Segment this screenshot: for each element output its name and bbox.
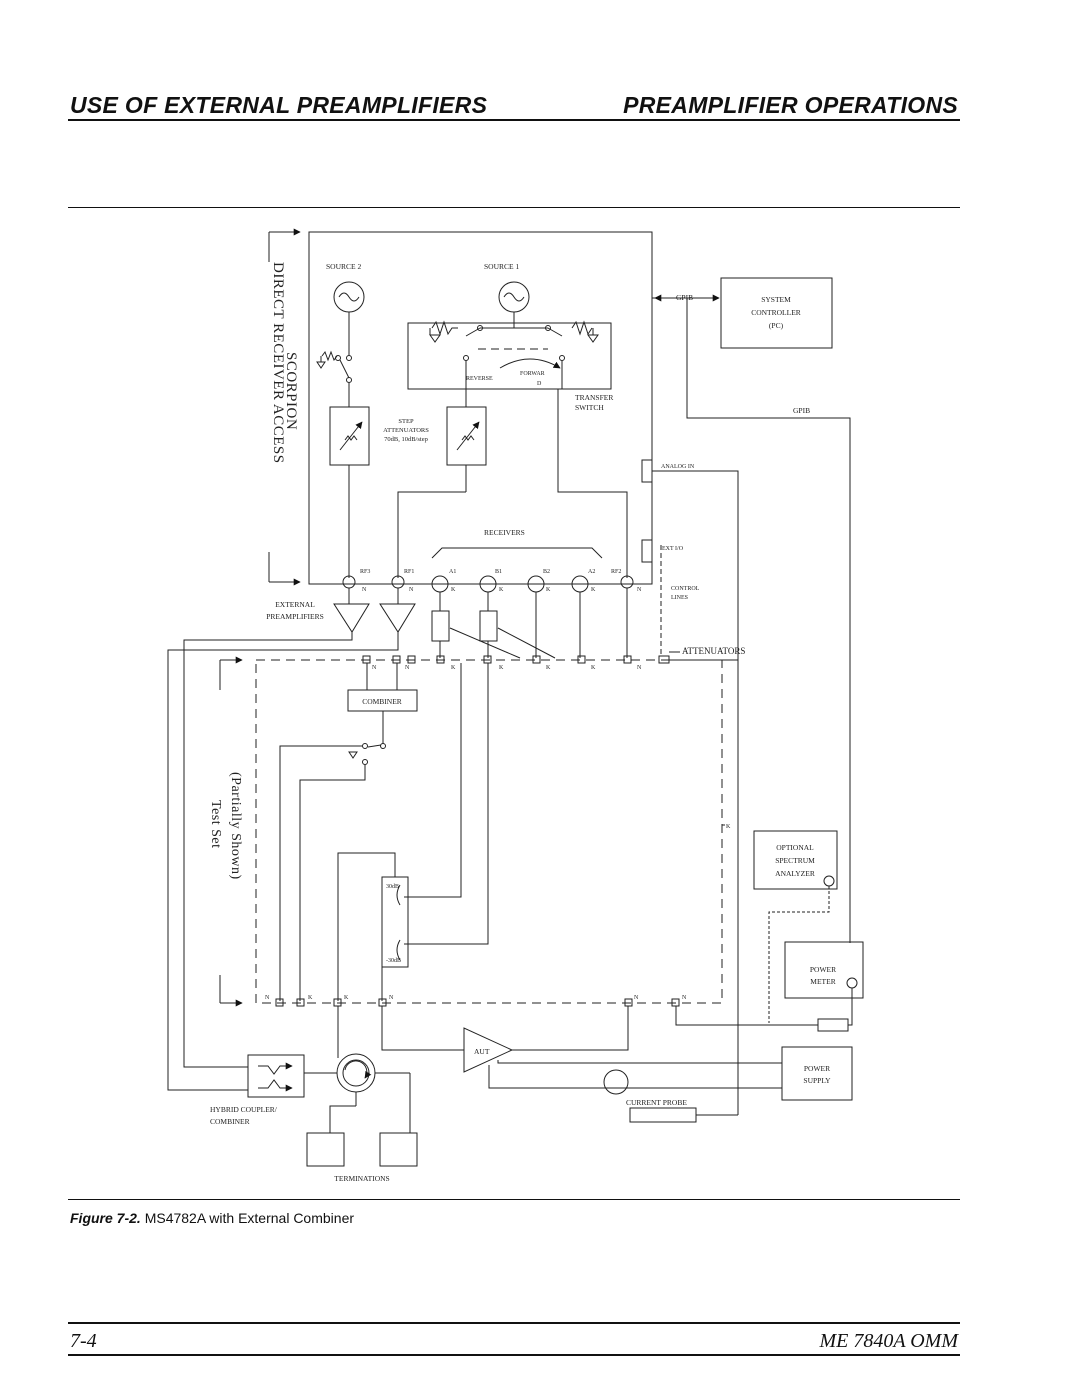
step-attenuators-line3: 70dB, 10dB/step (384, 436, 428, 443)
k-right-label: K (726, 824, 731, 830)
coupler-m30db: -30dB (386, 958, 401, 964)
bottom-type-4: N (389, 995, 394, 1001)
port-rf1: RF1 (404, 569, 414, 575)
port-type-2: N (409, 587, 414, 593)
bottom-type-6: N (682, 995, 687, 1001)
control-lines-line2: LINES (671, 595, 688, 601)
system-controller-line1: SYSTEM (761, 295, 791, 304)
external-preamplifiers-line2: PREAMPLIFIERS (266, 612, 324, 621)
port-type-1: N (362, 587, 367, 593)
spectrum-analyzer-line3: ANALYZER (775, 869, 815, 878)
terminations-label: TERMINATIONS (334, 1174, 389, 1183)
step-attenuators-line2: ATTENUATORS (383, 427, 429, 434)
scorpion-label: SCORPION (283, 352, 299, 430)
attenuators-label: ATTENUATORS (682, 646, 745, 656)
bottom-type-1: N (265, 995, 270, 1001)
control-lines-line1: CONTROL (671, 586, 700, 592)
transfer-switch-line2: SWITCH (575, 403, 604, 412)
transfer-switch-line1: TRANSFER (575, 393, 613, 402)
step-attenuators-line1: STEP (398, 418, 414, 425)
bottom-type-2: K (308, 995, 313, 1001)
analog-in-label: ANALOG IN (661, 464, 695, 470)
external-preamplifiers-line1: EXTERNAL (275, 600, 315, 609)
atten-type-1: N (372, 665, 377, 671)
port-b2: B2 (543, 569, 550, 575)
direct-receiver-access-label: DIRECT RECEIVER ACCESS (270, 262, 286, 464)
chapter-title: PREAMPLIFIER OPERATIONS (623, 92, 958, 118)
atten-type-6: K (591, 665, 596, 671)
power-meter-line1: POWER (810, 965, 836, 974)
port-type-3: K (451, 587, 456, 593)
current-probe-label: CURRENT PROBE (626, 1098, 687, 1107)
test-set-label: Test Set (208, 800, 223, 849)
spectrum-analyzer-line2: SPECTRUM (775, 856, 815, 865)
section-title: USE OF EXTERNAL PREAMPLIFIERS (70, 92, 488, 118)
caption-rule (68, 1199, 960, 1200)
port-b1: B1 (495, 569, 502, 575)
section-divider (68, 207, 960, 208)
system-controller-line3: (PC) (769, 321, 784, 330)
reverse-label: REVERSE (466, 376, 493, 382)
footer-rule-top (68, 1322, 960, 1324)
system-controller-line2: CONTROLLER (751, 308, 801, 317)
source1-label: SOURCE 1 (484, 262, 519, 271)
port-type-4: K (499, 587, 504, 593)
figure-caption-text: MS4782A with External Combiner (144, 1210, 355, 1226)
aut-label: AUT (474, 1047, 490, 1056)
coupler-30db: 30dB (386, 884, 399, 890)
bottom-type-5: N (634, 995, 639, 1001)
figure-caption-label: Figure 7-2. (70, 1210, 141, 1226)
document-id: ME 7840A OMM (819, 1330, 959, 1352)
hybrid-coupler-line2: COMBINER (210, 1117, 250, 1126)
atten-type-5: K (546, 665, 551, 671)
atten-type-3: K (451, 665, 456, 671)
hybrid-coupler-line1: HYBRID COUPLER/ (210, 1105, 278, 1114)
gpib-right-label: GPIB (793, 406, 810, 415)
partially-shown-label: (Partially Shown) (228, 772, 243, 880)
gpib-top-label: GPIB (676, 293, 693, 302)
port-type-5: K (546, 587, 551, 593)
power-supply-line2: SUPPLY (803, 1076, 831, 1085)
port-rf3: RF3 (360, 569, 370, 575)
combiner-label: COMBINER (362, 697, 402, 706)
figure-caption: Figure 7-2. MS4782A with External Combin… (70, 1210, 354, 1226)
forward-label-a: FORWAR (520, 371, 545, 377)
port-a2: A2 (588, 569, 595, 575)
source2-label: SOURCE 2 (326, 262, 361, 271)
header-rule (68, 119, 960, 121)
atten-type-4: K (499, 665, 504, 671)
atten-type-7: N (637, 665, 642, 671)
port-rf2: RF2 (611, 569, 621, 575)
receivers-label: RECEIVERS (484, 528, 525, 537)
port-type-7: N (637, 587, 642, 593)
page-number: 7-4 (70, 1330, 97, 1352)
footer-rule-bottom (68, 1354, 960, 1356)
port-type-6: K (591, 587, 596, 593)
power-supply-line1: POWER (804, 1064, 830, 1073)
forward-label-b: D (537, 381, 542, 387)
power-meter-line2: METER (810, 977, 835, 986)
port-a1: A1 (449, 569, 456, 575)
bottom-type-3: K (344, 995, 349, 1001)
atten-type-2: N (405, 665, 410, 671)
ext-io-label: EXT I/O (662, 546, 684, 552)
spectrum-analyzer-line1: OPTIONAL (776, 843, 814, 852)
